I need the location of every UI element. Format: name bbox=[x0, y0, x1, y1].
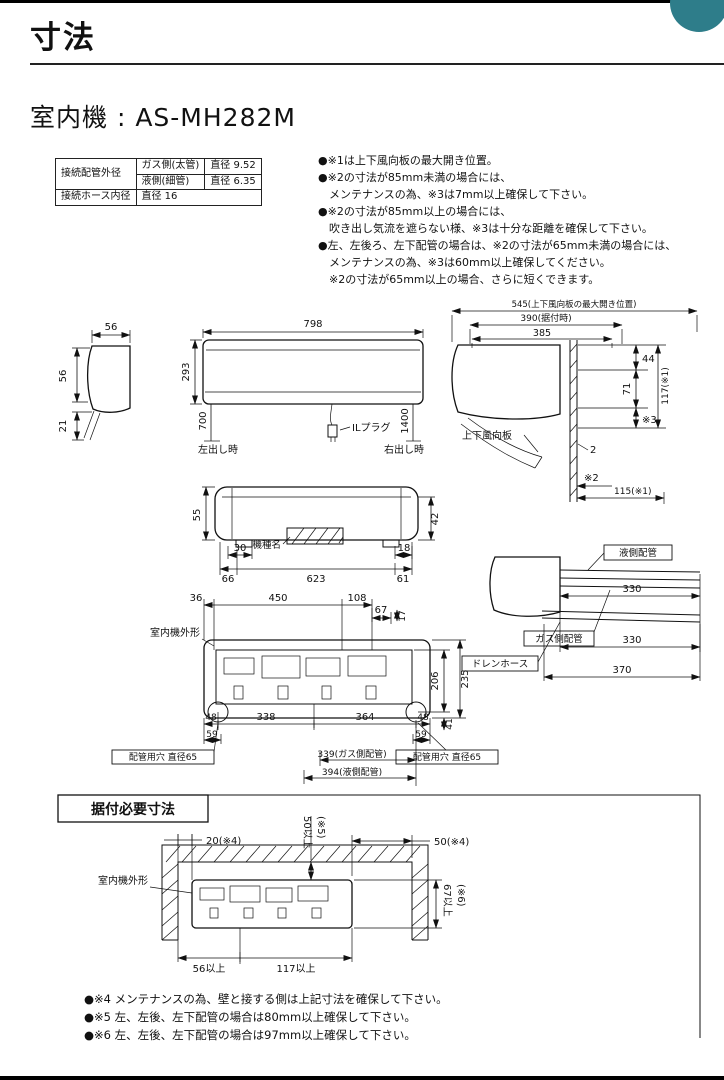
dim-right-545: 545(上下風向板の最大開き位置) bbox=[512, 299, 637, 310]
dim-rear-450: 450 bbox=[268, 593, 287, 604]
installation-section bbox=[57, 794, 701, 1038]
dim-rear-67: 67 bbox=[375, 605, 388, 616]
note-line-1: ●※1は上下風向板の最大開き位置。 bbox=[318, 154, 498, 167]
dim-bottom-61: 61 bbox=[397, 574, 410, 585]
dim-bottom-30: 30 bbox=[234, 543, 247, 554]
dim-right-2: 2 bbox=[590, 445, 596, 456]
label-gas-pipe: ガス側配管 bbox=[535, 633, 583, 645]
dim-install-117: 117以上 bbox=[276, 963, 315, 975]
label-drain-hose: ドレンホース bbox=[472, 659, 529, 670]
note-line-5: 吹き出し気流を遮らない様、※3は十分な距離を確保して下さい。 bbox=[318, 222, 653, 235]
dim-rear-41: 41 bbox=[445, 718, 455, 729]
dim-install-50-right: 50(※4) bbox=[434, 837, 469, 848]
dim-front-798: 798 bbox=[303, 319, 322, 330]
dim-right-44: 44 bbox=[642, 354, 655, 365]
right-side-view bbox=[451, 308, 698, 504]
label-right-outlet: 右出し時 bbox=[384, 443, 424, 456]
dim-liquid-330: 330 bbox=[622, 584, 641, 595]
note-line-8: ※2の寸法が65mm以上の場合、さらに短くできます。 bbox=[318, 273, 600, 286]
dim-side-left-21: 21 bbox=[58, 420, 69, 433]
dim-bottom-42: 42 bbox=[430, 513, 441, 526]
dim-rear-235: 235 bbox=[460, 669, 471, 688]
page-title: 寸法 bbox=[30, 20, 96, 56]
installation-title: 据付必要寸法 bbox=[91, 801, 175, 818]
dim-right-71: 71 bbox=[622, 383, 633, 396]
dim-install-56: 56以上 bbox=[193, 963, 226, 975]
label-left-outlet: 左出し時 bbox=[198, 443, 238, 456]
install-note-5: ●※5 左、左後、左下配管の場合は80mm以上確保して下さい。 bbox=[84, 1010, 416, 1024]
dim-right-ref2: ※2 bbox=[584, 473, 599, 484]
rear-view bbox=[111, 599, 499, 786]
dim-right-ref3: ※3 bbox=[642, 415, 657, 426]
dim-right-117: 117(※1) bbox=[661, 367, 671, 404]
spec-pipe-od-label: 接続配管外径 bbox=[55, 158, 137, 190]
dim-rear-338: 338 bbox=[256, 712, 275, 723]
spec-table-wrap: 接続配管外径 ガス側(太管) 直径 9.52 液側(細管) 直径 6.35 接続… bbox=[55, 158, 262, 206]
top-notes-list: ●※1は上下風向板の最大開き位置。 ●※2の寸法が85mm未満の場合には、 メン… bbox=[318, 152, 720, 288]
note-line-3: メンテナンスの為、※3は7mm以上確保して下さい。 bbox=[318, 188, 594, 201]
label-pipe-hole-right: 配管用穴 直径65 bbox=[413, 751, 481, 763]
dim-rear-394: 394(液側配管) bbox=[322, 766, 382, 778]
dim-rear-59-right: 59 bbox=[415, 730, 427, 740]
label-pipe-hole-left: 配管用穴 直径65 bbox=[129, 751, 197, 763]
dim-drain-370: 370 bbox=[612, 665, 631, 676]
dim-rear-36: 36 bbox=[190, 593, 203, 604]
dim-rear-48-left: 48 bbox=[205, 713, 217, 723]
dim-gas-330: 330 bbox=[622, 635, 641, 646]
dim-rear-17: 17 bbox=[398, 610, 408, 621]
dim-rear-108: 108 bbox=[347, 593, 366, 604]
bottom-view bbox=[202, 486, 435, 575]
bottom-edge-bar bbox=[0, 1076, 724, 1080]
dim-bottom-18: 18 bbox=[398, 543, 411, 554]
dim-rear-339: 339(ガス側配管) bbox=[317, 748, 386, 760]
install-note-4: ●※4 メンテナンスの為、壁と接する側は上記寸法を確保して下さい。 bbox=[84, 992, 448, 1006]
label-rear-outline: 室内機外形 bbox=[150, 626, 200, 639]
dim-install-50-vert: 50以上 bbox=[301, 816, 313, 849]
dim-install-67-vert: 67以上 bbox=[441, 884, 453, 917]
spec-table: 接続配管外径 ガス側(太管) 直径 9.52 液側(細管) 直径 6.35 接続… bbox=[55, 158, 262, 206]
label-il-plug: ILプラグ bbox=[352, 421, 391, 434]
piping-view bbox=[461, 544, 701, 681]
top-edge-bar bbox=[0, 0, 724, 3]
label-louver: 上下風向板 bbox=[462, 429, 512, 442]
label-liquid-pipe: 液側配管 bbox=[619, 547, 657, 559]
dim-install-67-vert-ref: (※6) bbox=[455, 884, 466, 907]
dim-right-390: 390(据付時) bbox=[520, 312, 571, 324]
dim-side-left-56: 56 bbox=[58, 370, 69, 383]
dim-install-20: 20(※4) bbox=[206, 836, 241, 847]
dim-right-115: 115(※1) bbox=[614, 487, 651, 497]
note-line-2: ●※2の寸法が85mm未満の場合には、 bbox=[318, 171, 512, 184]
dim-front-1400: 1400 bbox=[400, 408, 411, 433]
spec-hose-value: 直径 16 bbox=[135, 189, 262, 206]
dim-front-700: 700 bbox=[198, 411, 209, 430]
unit-model-heading: 室内機 : AS-MH282M bbox=[30, 103, 296, 132]
dim-rear-206: 206 bbox=[430, 671, 441, 690]
dim-side-top-56: 56 bbox=[105, 322, 118, 333]
front-view bbox=[190, 329, 424, 442]
label-nameplate: 機種名 bbox=[252, 539, 281, 551]
note-line-4: ●※2の寸法が85mm以上の場合には、 bbox=[318, 205, 512, 218]
note-line-6: ●左、左後ろ、左下配管の場合は、※2の寸法が65mm未満の場合には、 bbox=[318, 239, 677, 252]
dim-rear-364: 364 bbox=[355, 712, 374, 723]
dim-bottom-66: 66 bbox=[222, 574, 235, 585]
note-line-7: メンテナンスの為、※3は60mm以上確保してください。 bbox=[318, 256, 611, 269]
installation-notes: ●※4 メンテナンスの為、壁と接する側は上記寸法を確保して下さい。 ●※5 左、… bbox=[84, 990, 448, 1044]
dim-bottom-623: 623 bbox=[306, 574, 325, 585]
dim-install-50-vert-ref: (※5) bbox=[315, 816, 326, 839]
dim-front-293: 293 bbox=[181, 362, 192, 381]
install-note-6: ●※6 左、左後、左下配管の場合は97mm以上確保して下さい。 bbox=[84, 1028, 416, 1042]
dim-rear-59-left: 59 bbox=[206, 730, 218, 740]
dim-bottom-55: 55 bbox=[192, 509, 203, 522]
dim-right-385: 385 bbox=[533, 328, 551, 339]
label-install-outline: 室内機外形 bbox=[98, 874, 148, 887]
title-divider bbox=[30, 63, 724, 65]
left-side-view bbox=[72, 330, 131, 441]
dim-rear-48-right: 48 bbox=[417, 713, 429, 723]
